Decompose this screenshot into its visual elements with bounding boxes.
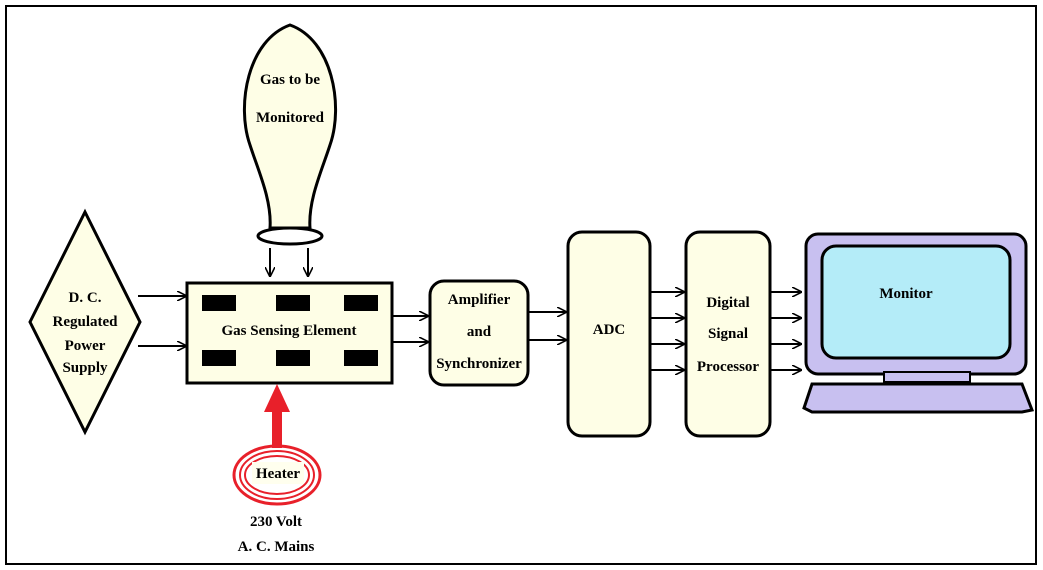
dsp-line2: Signal (708, 326, 748, 342)
monitor-icon (804, 234, 1032, 412)
dsp-line3: Processor (697, 359, 760, 375)
power-supply-line3: Power (65, 338, 106, 354)
amplifier-line1: Amplifier (448, 292, 511, 308)
monitor-label: Monitor (879, 286, 933, 302)
mains-line2: A. C. Mains (238, 539, 315, 555)
dsp-line1: Digital (706, 295, 749, 311)
gas-label-line1: Gas to be (260, 72, 320, 88)
gas-sensing-element-label: Gas Sensing Element (221, 323, 356, 339)
heater-label: Heater (256, 466, 300, 482)
gas-label-line2: Monitored (256, 110, 325, 126)
adc-label: ADC (593, 322, 626, 338)
amplifier-line2: and (467, 324, 492, 340)
power-supply-line4: Supply (62, 360, 108, 376)
mains-line1: 230 Volt (250, 514, 302, 530)
power-supply-line2: Regulated (53, 314, 119, 330)
amplifier-line3: Synchronizer (436, 356, 522, 372)
power-supply-line1: D. C. (69, 290, 102, 306)
